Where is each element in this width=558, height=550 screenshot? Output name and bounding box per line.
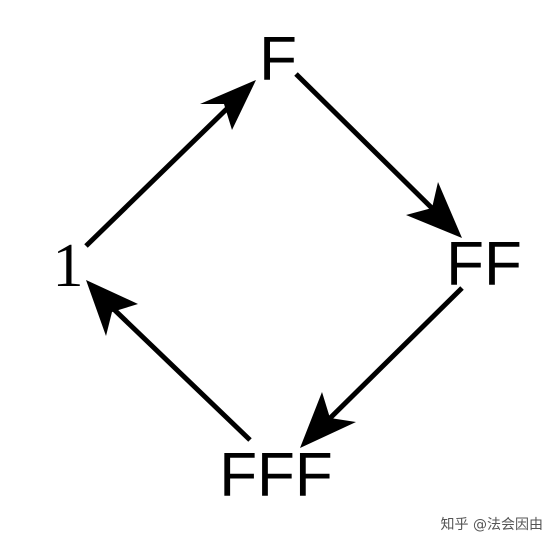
arrow-head-icon — [300, 392, 356, 448]
node-top-label: F — [259, 25, 297, 94]
arrow-head-icon — [200, 80, 256, 130]
node-right-label: FF — [446, 230, 522, 299]
edge-1-to-F — [84, 80, 256, 248]
edge-line — [98, 294, 252, 442]
arrow-head-icon — [86, 280, 138, 336]
edge-FFF-to-1 — [86, 280, 252, 442]
edge-FF-to-FFF — [300, 286, 464, 448]
edge-F-to-FF — [294, 72, 462, 238]
arrow-head-icon — [406, 182, 462, 238]
watermark-text: 知乎 @法会因由 — [441, 516, 543, 533]
edge-line — [84, 94, 242, 248]
node-left-label: 1 — [53, 232, 84, 300]
edge-line — [294, 72, 448, 224]
edge-line — [314, 286, 464, 434]
node-bottom-label: FFF — [219, 441, 333, 510]
